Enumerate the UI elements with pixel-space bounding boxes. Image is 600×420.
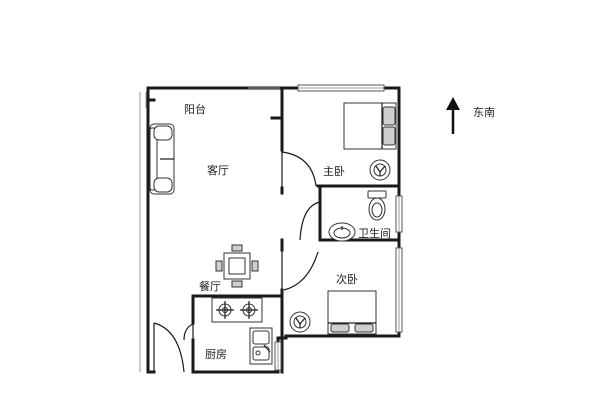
dining-table-icon [215, 244, 259, 288]
floor-fan-icon [369, 159, 391, 181]
room-label-dining-room: 餐厅 [199, 279, 221, 293]
kitchen-sink-icon [249, 327, 273, 365]
windows [248, 84, 403, 371]
room-label-bathroom: 卫生间 [358, 226, 391, 240]
north-arrow-icon [446, 97, 460, 134]
doors [153, 150, 321, 373]
room-label-balcony: 阳台 [184, 102, 206, 116]
room-label-kitchen: 厨房 [205, 348, 227, 361]
sofa-icon [149, 123, 175, 195]
wash-basin-icon [328, 222, 356, 242]
double-bed-icon [327, 290, 377, 335]
toilet-icon [367, 190, 387, 221]
room-label-second-bedroom: 次卧 [336, 272, 358, 286]
floor-fan-icon [289, 311, 311, 333]
room-label-master-bedroom: 主卧 [323, 165, 345, 178]
double-bed-icon [343, 102, 397, 150]
room-label-living-room: 客厅 [207, 163, 229, 177]
compass-label: 东南 [473, 106, 495, 119]
gas-stove-icon [211, 297, 263, 323]
